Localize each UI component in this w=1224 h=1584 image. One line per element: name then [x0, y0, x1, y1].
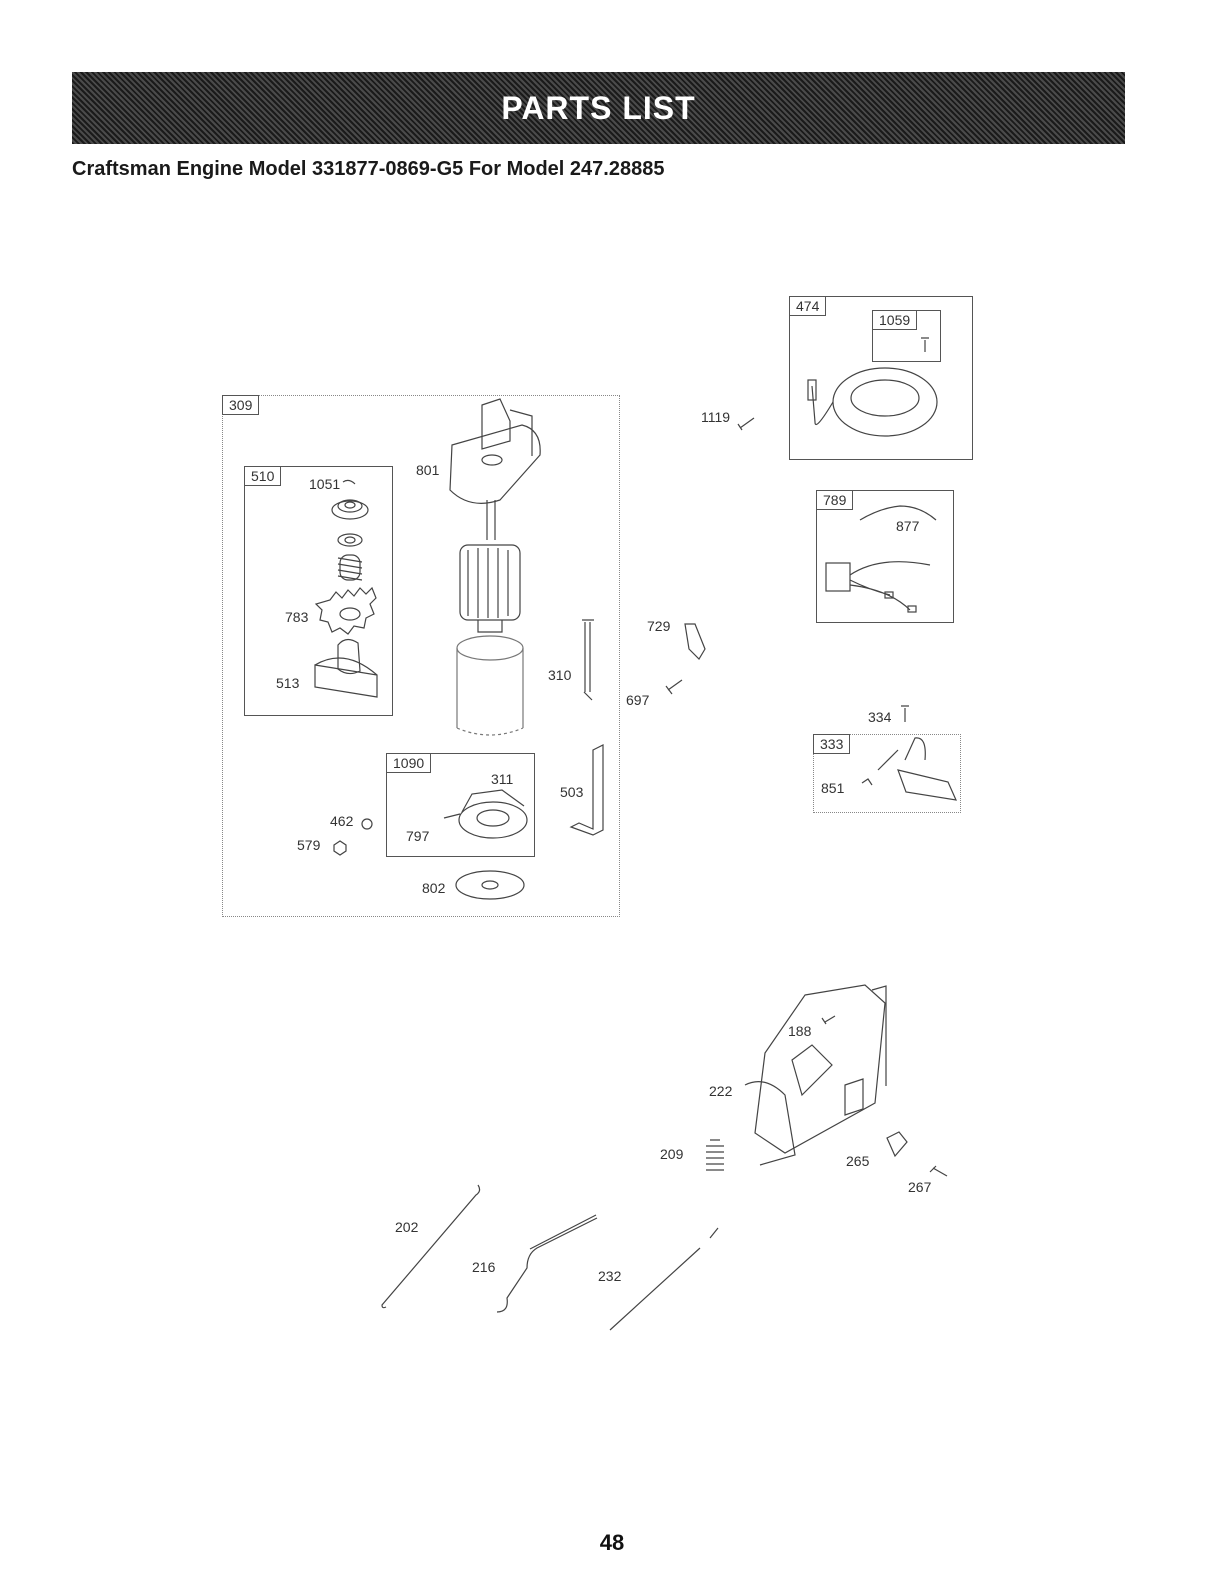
group-510-tag: 510: [244, 466, 282, 486]
screw-267-part: [929, 1165, 948, 1177]
cable-232-part: [609, 1227, 719, 1331]
screw-697-part: [665, 679, 683, 695]
label-877: 877: [896, 518, 920, 534]
banner-title: PARTS LIST: [501, 89, 696, 126]
label-1051: 1051: [309, 476, 341, 492]
group-474-frame: 474: [789, 296, 973, 460]
group-1059-frame: 1059: [872, 310, 941, 362]
part-851: [861, 778, 873, 786]
label-310: 310: [548, 667, 572, 683]
screw-1059-part: [921, 337, 929, 352]
label-801: 801: [416, 462, 440, 478]
label-222: 222: [709, 1083, 733, 1099]
group-789-frame: 789: [816, 490, 954, 623]
group-333-frame: 333: [813, 734, 961, 813]
label-188: 188: [788, 1023, 812, 1039]
brush-assembly-part: [443, 789, 528, 839]
spring-209-part: [706, 1139, 724, 1171]
group-1090-frame: 1090: [386, 753, 535, 857]
group-1090-tag: 1090: [386, 753, 432, 773]
banner: PARTS LIST: [72, 72, 1125, 144]
motor-housing-part: [456, 635, 524, 736]
control-bracket-part: [754, 984, 887, 1154]
label-311: 311: [491, 771, 514, 787]
starter-drive-parts: [314, 499, 378, 698]
nut-579-part: [333, 840, 347, 856]
label-462: 462: [330, 813, 354, 829]
page-subtitle: Craftsman Engine Model 331877-0869-G5 Fo…: [72, 158, 665, 180]
armature-part: [459, 500, 521, 633]
clip-729-part: [684, 623, 706, 660]
retaining-ring-part: [342, 479, 356, 485]
label-729: 729: [647, 618, 671, 634]
screw-334-part: [901, 705, 909, 722]
end-plate-801: [449, 398, 541, 504]
label-697: 697: [626, 692, 650, 708]
clip-265-part: [886, 1131, 908, 1158]
label-1119: 1119: [701, 409, 731, 425]
label-267: 267: [908, 1179, 932, 1195]
label-216: 216: [472, 1259, 496, 1275]
stator-474-part: [807, 367, 938, 437]
link-rod-202-part: [381, 1184, 481, 1309]
label-265: 265: [846, 1153, 870, 1169]
label-797: 797: [406, 828, 430, 844]
label-513: 513: [276, 675, 300, 691]
label-232: 232: [598, 1268, 622, 1284]
group-1059-tag: 1059: [872, 310, 918, 330]
end-cap-802-part: [455, 870, 525, 900]
label-579: 579: [297, 837, 321, 853]
label-503: 503: [560, 784, 584, 800]
lever-222-part: [744, 1081, 796, 1166]
label-209: 209: [660, 1146, 684, 1162]
screw-188-part: [821, 1015, 836, 1025]
label-783: 783: [285, 609, 309, 625]
wiring-harness-789-part: [825, 505, 937, 613]
label-202: 202: [395, 1219, 419, 1235]
label-851: 851: [821, 780, 845, 796]
label-334: 334: [868, 709, 892, 725]
group-474-tag: 474: [789, 296, 827, 316]
group-789-tag: 789: [816, 490, 854, 510]
group-333-tag: 333: [813, 734, 851, 754]
screw-1119-part: [737, 417, 755, 431]
washer-462-part: [361, 818, 373, 830]
group-510-frame: 510: [244, 466, 393, 716]
page-number: 48: [599, 1530, 625, 1555]
ignition-module-333-part: [877, 737, 957, 801]
governor-rod-216-part: [496, 1214, 598, 1313]
through-bolt-part: [582, 619, 594, 701]
bracket-503-part: [569, 744, 604, 836]
group-309-frame: 309: [222, 395, 620, 917]
group-309-tag: 309: [222, 395, 260, 415]
label-802: 802: [422, 880, 446, 896]
